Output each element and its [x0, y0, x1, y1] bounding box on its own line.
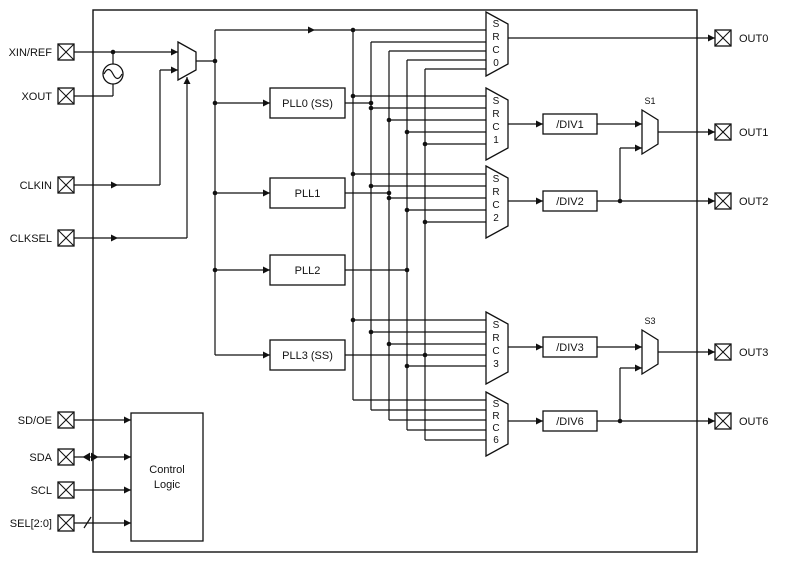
label-xin-ref: XIN/REF	[9, 47, 53, 59]
block-pll1: PLL1	[269, 177, 346, 209]
pad-xout	[57, 87, 75, 105]
label-sd-oe: SD/OE	[18, 415, 52, 427]
pad-sel	[57, 514, 75, 532]
output-pads: OUT0 OUT1 OUT2 OUT3 OUT6	[714, 29, 768, 430]
pad-out1	[714, 123, 732, 141]
label-clksel: CLKSEL	[10, 233, 52, 245]
label-out0: OUT0	[739, 33, 768, 45]
label-out1: OUT1	[739, 127, 768, 139]
label-out2: OUT2	[739, 196, 768, 208]
pad-out2	[714, 192, 732, 210]
bus-slash-icon	[83, 516, 92, 529]
input-wires	[74, 48, 191, 529]
block-pll3: PLL3 (SS)	[269, 339, 346, 371]
control-logic-label-line1: Control	[149, 464, 184, 476]
div6-label: /DIV6	[556, 416, 584, 428]
block-div6: /DIV6	[542, 410, 598, 432]
pad-scl	[57, 481, 75, 499]
mux-s3: S3	[641, 316, 659, 376]
label-sda: SDA	[29, 452, 52, 464]
pad-sda	[57, 448, 75, 466]
block-control-logic: Control Logic	[130, 412, 204, 542]
pll0-label: PLL0 (SS)	[282, 98, 333, 110]
label-xout: XOUT	[21, 91, 52, 103]
bidir-arrow-left-icon	[82, 452, 90, 462]
crystal-oscillator-icon	[102, 63, 124, 85]
pll3-label: PLL3 (SS)	[282, 350, 333, 362]
pad-clkin	[57, 176, 75, 194]
label-clkin: CLKIN	[20, 180, 52, 192]
input-clock-mux	[177, 40, 197, 82]
pad-out6	[714, 412, 732, 430]
pll-blocks: PLL0 (SS) PLL1 PLL2 PLL3 (SS)	[269, 87, 346, 371]
pll2-label: PLL2	[295, 265, 321, 277]
div1-label: /DIV1	[556, 119, 584, 131]
div3-label: /DIV3	[556, 342, 584, 354]
pad-sd-oe	[57, 411, 75, 429]
block-div2: /DIV2	[542, 190, 598, 212]
pad-xin-ref	[57, 43, 75, 61]
label-scl: SCL	[31, 485, 52, 497]
label-sel: SEL[2:0]	[10, 518, 52, 530]
s3-label: S3	[644, 316, 655, 326]
bidir-arrow-right-icon	[91, 452, 99, 462]
block-div1: /DIV1	[542, 113, 598, 135]
output-wires	[508, 34, 715, 425]
input-pads: XIN/REF XOUT CLKIN CLKSEL SD/OE SDA SCL …	[9, 43, 75, 532]
s1-label: S1	[644, 96, 655, 106]
div2-label: /DIV2	[556, 196, 584, 208]
label-out6: OUT6	[739, 416, 768, 428]
pad-clksel	[57, 229, 75, 247]
block-pll2: PLL2	[269, 254, 346, 286]
mux-s1: S1	[641, 96, 659, 156]
control-logic-label-line2: Logic	[154, 479, 181, 491]
output-select-muxes: S1 S3	[641, 96, 659, 376]
block-pll0: PLL0 (SS)	[269, 87, 346, 119]
clock-bus-wires	[196, 26, 486, 441]
block-div3: /DIV3	[542, 336, 598, 358]
pll1-label: PLL1	[295, 188, 321, 200]
chip-boundary	[92, 9, 698, 553]
pad-out3	[714, 343, 732, 361]
divider-blocks: /DIV1 /DIV2 /DIV3 /DIV6	[542, 113, 598, 432]
junction-dots	[110, 27, 623, 424]
pad-out0	[714, 29, 732, 47]
label-out3: OUT3	[739, 347, 768, 359]
